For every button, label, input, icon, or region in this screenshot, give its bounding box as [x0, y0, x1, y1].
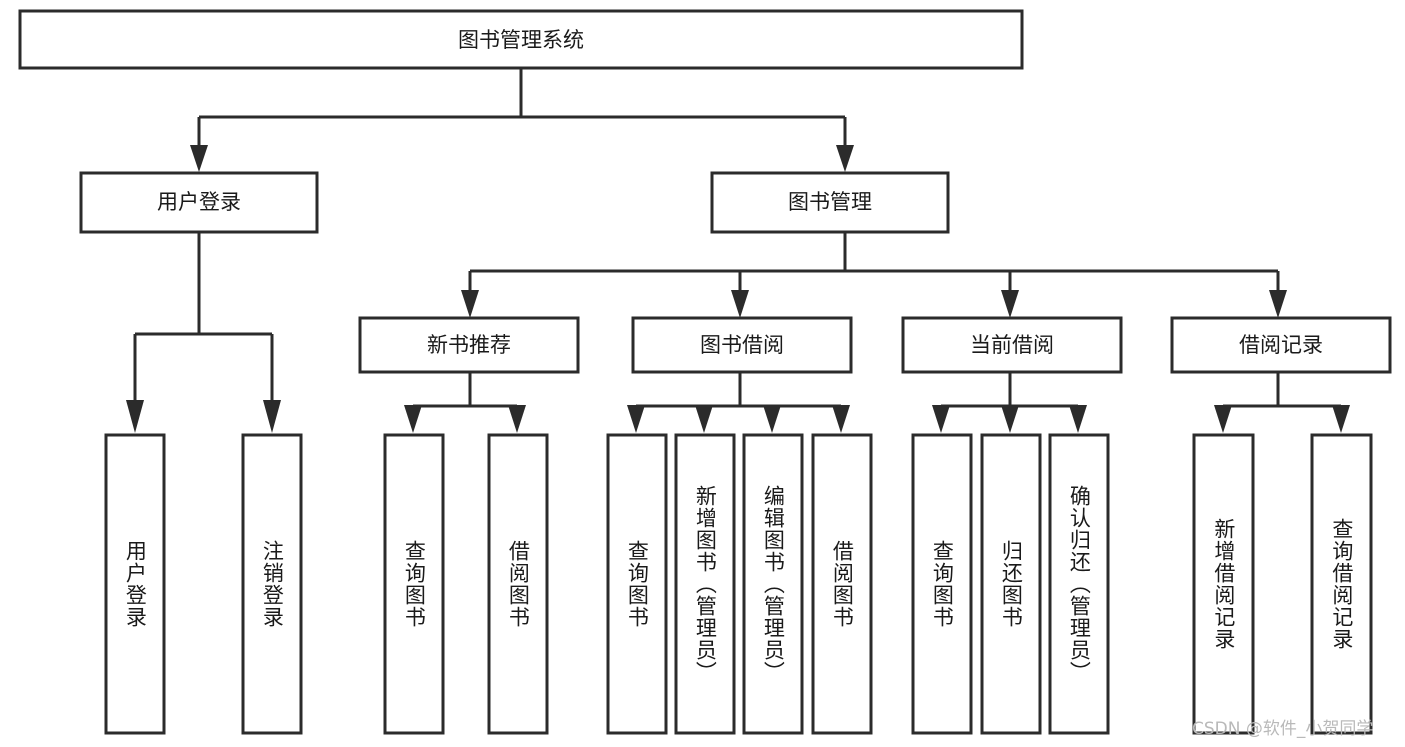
- node-current-borrow-box[interactable]: [901, 316, 1123, 374]
- connector-group: [126, 68, 1350, 433]
- csdn-watermark: CSDN @软件_小贺同学: [1192, 719, 1374, 739]
- node-user-login[interactable]: 用户登录: [79, 171, 319, 234]
- arrow-to-leaf-query-book-1: [404, 405, 422, 433]
- leaf-box-logout[interactable]: [241, 433, 303, 735]
- arrow-to-borrow-record: [1269, 290, 1287, 318]
- node-current-borrow-label: 当前借阅: [970, 333, 1054, 357]
- node-book-borrow[interactable]: 图书借阅: [631, 316, 853, 374]
- arrow-to-leaf-edit-book: [763, 405, 781, 433]
- arrow-to-book-borrow: [731, 290, 749, 318]
- node-new-book-recommend[interactable]: 新书推荐: [358, 316, 580, 374]
- arrow-to-leaf-borrow-book-2: [832, 405, 850, 433]
- arrow-to-book-management: [836, 145, 854, 172]
- leaf-box-edit-book[interactable]: [742, 433, 804, 735]
- node-new-book-recommend-label: 新书推荐: [427, 333, 511, 357]
- node-book-management[interactable]: 图书管理: [710, 171, 950, 234]
- node-root[interactable]: 图书管理系统: [18, 9, 1024, 70]
- node-book-management-label: 图书管理: [788, 190, 872, 214]
- leaf-box-return-book[interactable]: [980, 433, 1042, 735]
- leaf-box-confirm-return[interactable]: [1048, 433, 1110, 735]
- node-current-borrow[interactable]: 当前借阅: [901, 316, 1123, 374]
- leaf-box-borrow-book-1[interactable]: [487, 433, 549, 735]
- node-book-borrow-label: 图书借阅: [700, 333, 784, 357]
- arrow-to-leaf-add-record: [1214, 405, 1232, 433]
- leaf-box-add-record[interactable]: [1192, 433, 1255, 735]
- arrow-to-leaf-query-book-2: [627, 405, 645, 433]
- leaf-box-user-login[interactable]: [104, 433, 166, 735]
- node-user-login-label: 用户登录: [157, 190, 241, 214]
- arrow-to-leaf-logout: [263, 400, 281, 433]
- leaf-box-borrow-book-2[interactable]: [811, 433, 873, 735]
- leaf-box-add-book[interactable]: [674, 433, 736, 735]
- arrow-to-leaf-query-record: [1332, 405, 1350, 433]
- leaf-box-query-book-1[interactable]: [383, 433, 445, 735]
- arrow-to-user-login: [190, 145, 208, 172]
- arrow-to-leaf-confirm-return: [1069, 405, 1087, 433]
- arrow-to-leaf-borrow-book-1: [508, 405, 526, 433]
- node-user-login-box[interactable]: [79, 171, 319, 234]
- node-root-box[interactable]: [18, 9, 1024, 70]
- node-borrow-record-label: 借阅记录: [1239, 333, 1323, 357]
- leaf-box-query-record[interactable]: [1310, 433, 1373, 735]
- node-borrow-record-box[interactable]: [1170, 316, 1392, 374]
- arrow-to-leaf-add-book: [695, 405, 713, 433]
- node-book-management-box[interactable]: [710, 171, 950, 234]
- arrow-to-current-borrow: [1001, 290, 1019, 318]
- arrow-to-leaf-user-login: [126, 400, 144, 433]
- node-book-borrow-box[interactable]: [631, 316, 853, 374]
- arrow-to-leaf-query-book-3: [932, 405, 950, 433]
- arrow-to-leaf-return-book: [1001, 405, 1019, 433]
- leaf-box-query-book-3[interactable]: [911, 433, 973, 735]
- arrow-to-new-book-recommend: [461, 290, 479, 318]
- leaf-box-query-book-2[interactable]: [606, 433, 668, 735]
- leaf-boxes-group: [104, 433, 1373, 735]
- node-root-label: 图书管理系统: [458, 28, 584, 52]
- node-new-book-recommend-box[interactable]: [358, 316, 580, 374]
- node-borrow-record[interactable]: 借阅记录: [1170, 316, 1392, 374]
